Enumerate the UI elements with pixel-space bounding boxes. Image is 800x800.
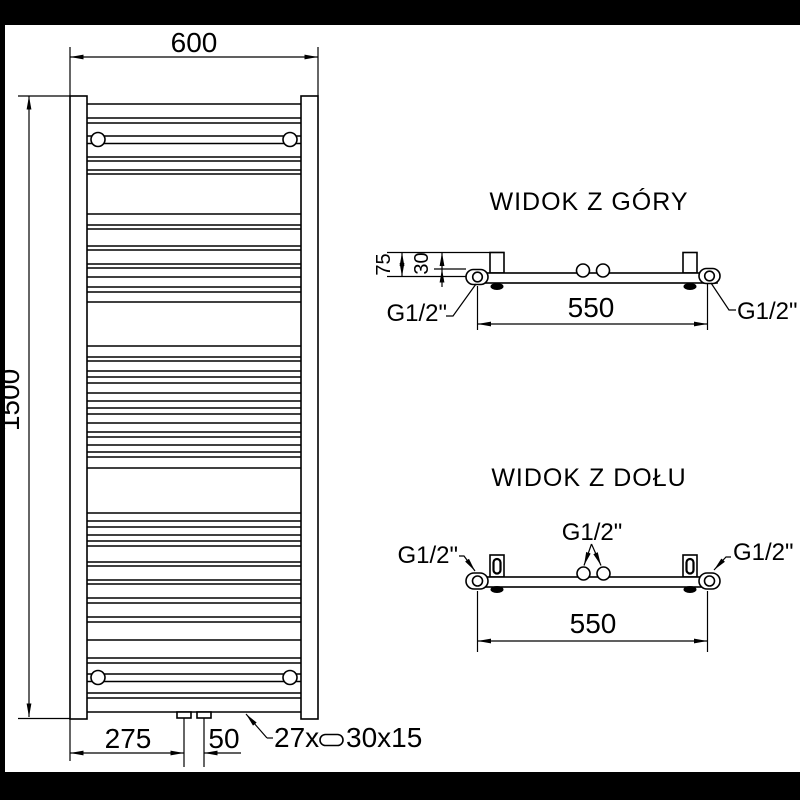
bottom-spacing-550-label: 550 (570, 608, 617, 639)
dim-height-1500: 1500 (0, 95, 70, 720)
offset-30-label: 30 (411, 252, 433, 274)
pipe-flange (196, 711, 212, 719)
dim-width-600: 600 (69, 27, 319, 96)
top-spacing-550-label: 550 (568, 292, 615, 323)
svg-text:G1/2": G1/2" (397, 542, 458, 569)
bottom-border-band (0, 772, 800, 800)
bracket-head-icon (282, 131, 298, 148)
top-border-band (0, 0, 800, 25)
dim-bottom-offsets: 275 50 (69, 719, 241, 761)
dim-bottom-550: 550 (476, 591, 709, 652)
pipe-spacing-50-label: 50 (208, 723, 239, 754)
bracket-head-icon (90, 669, 106, 686)
tube-count-label: 27x (274, 722, 319, 753)
oval-profile-icon (319, 733, 344, 747)
bracket-foot (490, 283, 504, 290)
wall-bracket (489, 251, 505, 274)
bracket-foot (683, 283, 697, 290)
top-view-title: WIDOK Z GÓRY (489, 187, 688, 216)
bracket-slot-icon (685, 557, 695, 575)
top-view: WIDOK Z GÓRY 75 30 (373, 187, 798, 330)
wall-bracket (682, 251, 698, 274)
bracket-head-icon (90, 131, 106, 148)
bottom-connection-pipes (176, 711, 212, 767)
width-dimension-label: 600 (171, 27, 218, 58)
bracket-foot (490, 586, 504, 593)
connection-port-icon (703, 575, 716, 587)
left-collector (69, 95, 88, 720)
top-mounting-bar (87, 131, 301, 148)
bracket-foot (683, 586, 697, 593)
top-left-connection-label: G1/2" (386, 283, 477, 327)
connection-port-icon (703, 270, 716, 282)
bottom-left-connection-label: G1/2" (397, 542, 476, 572)
center-connection-icon (596, 566, 611, 581)
center-connection-icon (595, 263, 611, 278)
bottom-mounting-bar (87, 669, 301, 686)
bottom-center-connection-label: G1/2" (562, 519, 623, 566)
left-border-strip (0, 0, 5, 800)
bottom-view: WIDOK Z DOŁU G1/2" G1/2" G1/2" (397, 464, 794, 652)
dim-top-550: 550 (476, 284, 709, 330)
rung-lines (87, 103, 301, 713)
dim-depth-75: 75 (373, 252, 405, 277)
center-connection-icon (575, 263, 591, 278)
svg-text:G1/2": G1/2" (562, 519, 623, 546)
offset-275-label: 275 (105, 723, 152, 754)
depth-75-label: 75 (373, 253, 395, 275)
radiator-profile-bar (469, 272, 718, 284)
radiator-profile-bar (469, 576, 718, 588)
right-collector (300, 95, 319, 720)
svg-text:G1/2": G1/2" (737, 298, 798, 325)
tube-profile-label: 30x15 (346, 722, 422, 753)
svg-text:G1/2": G1/2" (386, 300, 447, 327)
front-view: 600 1500 275 50 27x 30x15 (0, 27, 422, 767)
dim-offset-30: 30 (411, 252, 445, 287)
svg-text:G1/2": G1/2" (733, 539, 794, 566)
tube-annotation: 27x 30x15 (245, 713, 422, 753)
pipe-flange (176, 711, 192, 719)
bottom-right-connection-label: G1/2" (713, 539, 794, 571)
top-right-connection-label: G1/2" (710, 282, 798, 325)
bracket-head-icon (282, 669, 298, 686)
connection-port-icon (471, 575, 484, 587)
bracket-slot-icon (492, 557, 502, 575)
center-connection-icon (576, 566, 591, 581)
connection-port-icon (471, 271, 484, 283)
bottom-view-title: WIDOK Z DOŁU (491, 464, 686, 492)
